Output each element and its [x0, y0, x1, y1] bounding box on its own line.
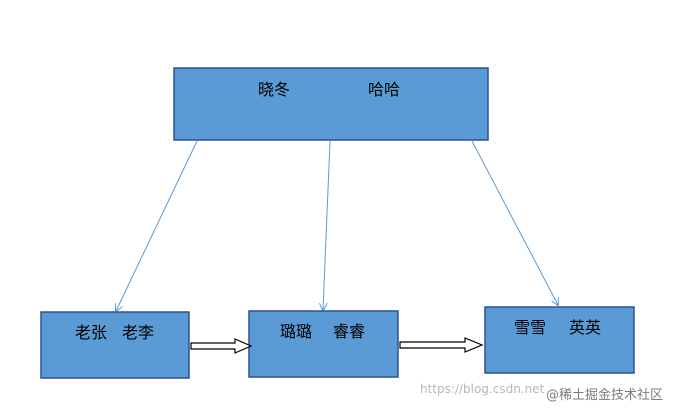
bottom-left-node-box — [40, 311, 190, 379]
arrow-middle-to-right — [399, 337, 484, 353]
arrow-left-to-middle — [190, 338, 253, 354]
top-node-box — [173, 67, 489, 141]
bottom-middle-node-box — [248, 310, 399, 378]
bottom-middle-label-b: 睿睿 — [333, 322, 365, 341]
edge-top-to-bottom-middle — [323, 140, 331, 310]
bottom-middle-label-a: 璐璐 — [280, 322, 312, 341]
bottom-right-node[interactable]: 雪雪 英英 — [484, 306, 635, 374]
bottom-middle-node[interactable]: 璐璐 睿睿 — [248, 310, 399, 378]
bottom-right-label-a: 雪雪 — [514, 318, 546, 337]
bottom-left-label-b: 老李 — [122, 323, 154, 342]
watermark-url: https://blog.csdn.net — [420, 382, 545, 396]
edge-top-to-bottom-right — [471, 140, 558, 305]
bottom-left-node[interactable]: 老张 老李 — [40, 311, 190, 379]
edge-top-to-bottom-left — [116, 140, 198, 311]
top-node-right-label: 哈哈 — [368, 80, 400, 99]
watermark-brand: @稀土掘金技术社区 — [546, 387, 663, 403]
bottom-right-label-b: 英英 — [569, 318, 601, 337]
top-node-left-label: 晓冬 — [258, 80, 290, 99]
bottom-right-node-box — [484, 306, 635, 374]
top-node[interactable]: 晓冬 哈哈 — [173, 67, 489, 141]
bottom-left-label-a: 老张 — [75, 323, 107, 342]
